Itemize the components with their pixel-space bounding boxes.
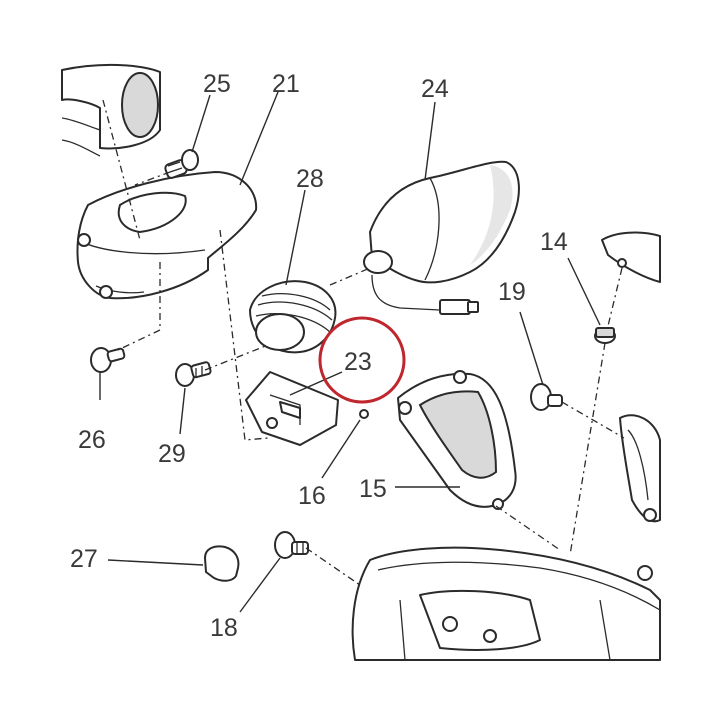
part-19-screw [530, 383, 563, 411]
part-26-screw [90, 347, 126, 373]
part-28-rubber-boot [249, 280, 337, 354]
part-21-clamp-cover [76, 171, 258, 300]
part-29-screw [175, 361, 212, 387]
highlight-circle [318, 316, 406, 404]
assembly-lines [102, 99, 625, 586]
part-25-screw [164, 149, 199, 179]
label-19: 19 [498, 278, 526, 306]
part-14-lens [601, 231, 661, 283]
label-16: 16 [298, 482, 326, 510]
part-23-bracket [245, 371, 339, 446]
label-21: 21 [272, 70, 300, 98]
label-28: 28 [296, 165, 324, 193]
leader-lines [99, 91, 601, 613]
label-29: 29 [158, 440, 186, 468]
part-27-cap [204, 545, 240, 582]
label-27: 27 [70, 545, 98, 573]
label-18: 18 [210, 614, 238, 642]
label-25: 25 [203, 70, 231, 98]
label-15: 15 [359, 475, 387, 503]
part-16-grommet [359, 409, 369, 419]
part-14-clip [594, 327, 616, 344]
handlebar-fragment [61, 63, 161, 157]
label-24: 24 [421, 75, 449, 103]
label-14: 14 [540, 228, 568, 256]
label-26: 26 [78, 426, 106, 454]
label-23: 23 [344, 348, 372, 376]
part-18-screw [274, 531, 309, 559]
lower-housing [351, 546, 661, 661]
part-24-mirror [363, 160, 520, 315]
part-15-vent-cover [397, 370, 517, 510]
side-bracket [619, 414, 661, 523]
